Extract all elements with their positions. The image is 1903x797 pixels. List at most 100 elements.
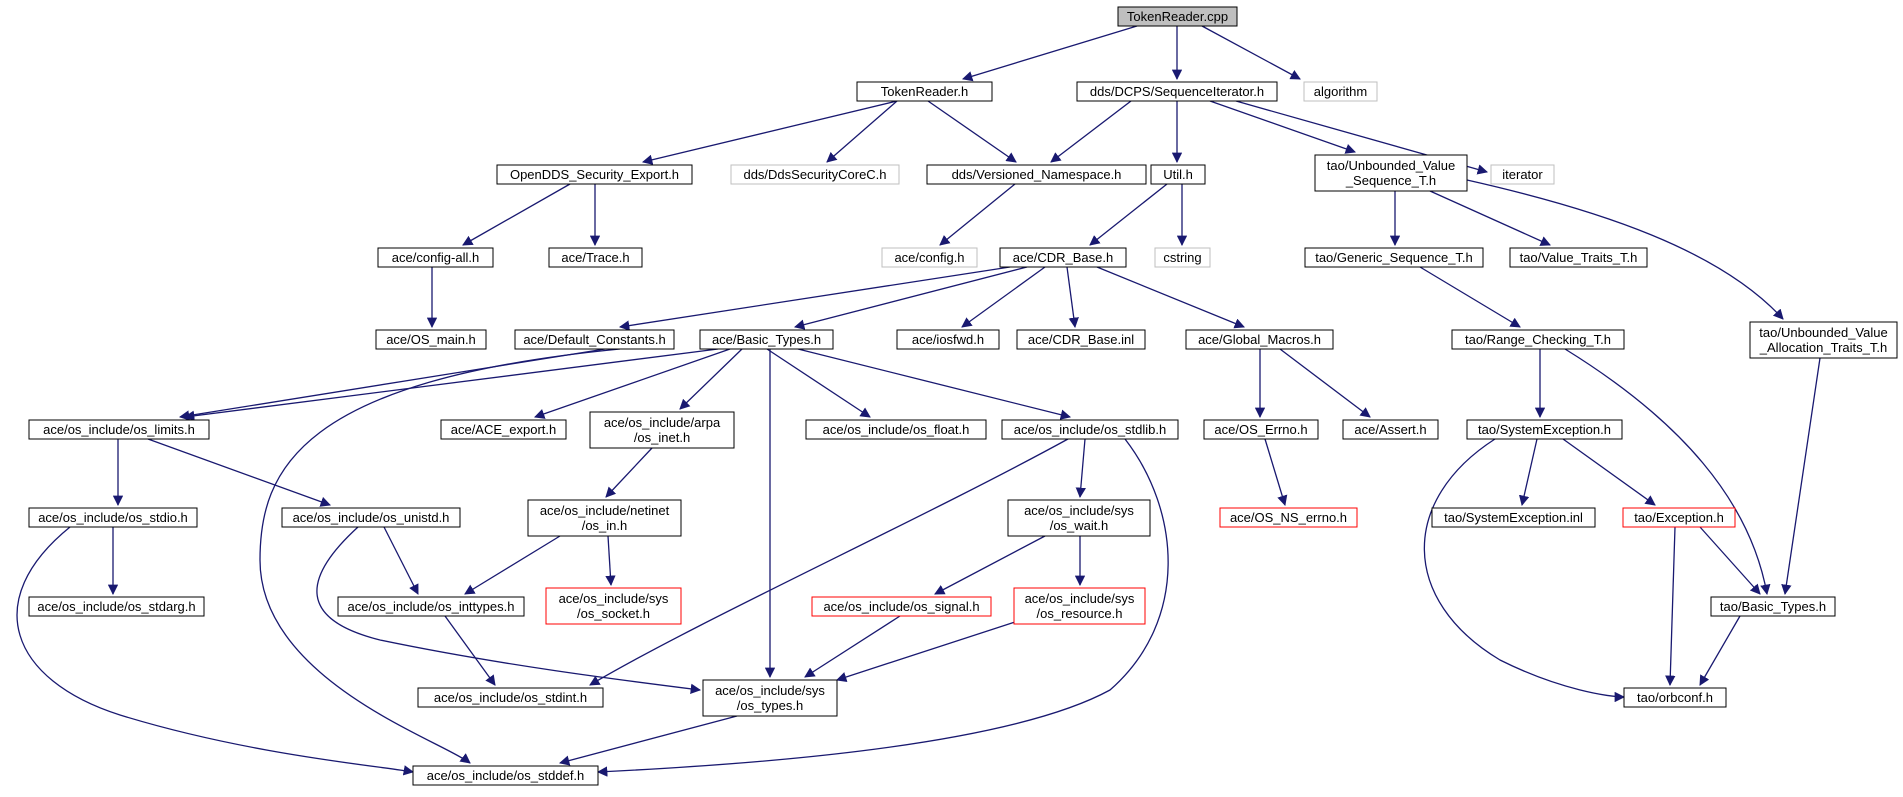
node-n34[interactable]: ace/os_include/os_unistd.h — [281, 507, 461, 528]
edge-n13-n20 — [793, 266, 1028, 330]
node-label-line: ace/OS_main.h — [386, 332, 476, 347]
node-n13[interactable]: ace/CDR_Base.h — [999, 247, 1127, 268]
node-label-line: dds/DCPS/SequenceIterator.h — [1090, 84, 1264, 99]
node-box — [1150, 164, 1206, 185]
edge-n32-n48 — [1423, 438, 1626, 703]
node-n6[interactable]: dds/Versioned_Namespace.h — [926, 164, 1147, 185]
node-n44[interactable]: ace/os_include/sys/os_resource.h — [1013, 587, 1146, 625]
node-box — [1154, 247, 1211, 268]
node-box — [856, 81, 993, 102]
node-label-line: ace/config.h — [894, 250, 964, 265]
node-n16[interactable]: tao/Value_Traits_T.h — [1509, 247, 1648, 268]
node-label-line: tao/Range_Checking_T.h — [1465, 332, 1611, 347]
node-n29[interactable]: ace/os_include/os_stdlib.h — [1001, 419, 1179, 440]
node-n14[interactable]: cstring — [1154, 247, 1211, 268]
node-label-line: ace/Trace.h — [561, 250, 629, 265]
node-box — [281, 507, 461, 528]
node-n11[interactable]: ace/Trace.h — [548, 247, 643, 268]
node-n5[interactable]: dds/DdsSecurityCoreC.h — [730, 164, 900, 185]
node-n19[interactable]: ace/Default_Constants.h — [514, 329, 675, 350]
node-n33[interactable]: ace/os_include/os_stdio.h — [28, 507, 198, 528]
node-n9[interactable]: iterator — [1490, 164, 1555, 185]
node-n20[interactable]: ace/Basic_Types.h — [699, 329, 834, 350]
node-n38[interactable]: tao/SystemException.inl — [1431, 507, 1596, 528]
node-n32[interactable]: tao/SystemException.h — [1466, 419, 1623, 440]
node-n47[interactable]: ace/os_include/sys/os_types.h — [702, 679, 838, 717]
node-box — [1016, 329, 1146, 350]
node-label-line: Util.h — [1163, 167, 1193, 182]
node-n8[interactable]: tao/Unbounded_Value_Sequence_T.h — [1314, 154, 1468, 192]
node-n10[interactable]: ace/config-all.h — [377, 247, 494, 268]
node-n1[interactable]: TokenReader.h — [856, 81, 993, 102]
node-n27[interactable]: ace/os_include/arpa/os_inet.h — [589, 411, 735, 449]
node-n36[interactable]: ace/os_include/sys/os_wait.h — [1007, 499, 1151, 537]
node-label-line: ace/iosfwd.h — [912, 332, 984, 347]
edge-n29-n49 — [596, 438, 1169, 777]
node-label-line: ace/os_include/sys — [1024, 503, 1134, 518]
node-label-line: ace/os_include/os_signal.h — [823, 599, 979, 614]
edge-n20-n29 — [797, 348, 1072, 420]
node-n43[interactable]: ace/os_include/os_signal.h — [811, 596, 992, 617]
node-label-line: ace/os_include/os_limits.h — [43, 422, 195, 437]
node-n3[interactable]: algorithm — [1303, 81, 1378, 102]
node-n17[interactable]: tao/Unbounded_Value_Allocation_Traits_T.… — [1749, 321, 1898, 359]
node-n4[interactable]: OpenDDS_Security_Export.h — [496, 164, 693, 185]
node-n28[interactable]: ace/os_include/os_float.h — [805, 419, 987, 440]
edge-n47-n49 — [558, 715, 738, 766]
node-n42[interactable]: ace/os_include/sys/os_socket.h — [545, 587, 682, 625]
edge-n20-n28 — [766, 348, 871, 418]
node-n45[interactable]: tao/Basic_Types.h — [1710, 596, 1836, 617]
node-label-line: algorithm — [1314, 84, 1367, 99]
node-n15[interactable]: tao/Generic_Sequence_T.h — [1304, 247, 1484, 268]
node-n35[interactable]: ace/os_include/netinet/os_in.h — [527, 499, 682, 537]
node-n30[interactable]: ace/OS_Errno.h — [1203, 419, 1319, 440]
node-label-line: tao/orbconf.h — [1637, 690, 1713, 705]
edge-n34-n41 — [383, 526, 419, 595]
node-label-line: tao/Basic_Types.h — [1720, 599, 1826, 614]
node-n25[interactable]: ace/os_include/os_limits.h — [28, 419, 210, 440]
node-n22[interactable]: ace/CDR_Base.inl — [1016, 329, 1146, 350]
node-n18[interactable]: ace/OS_main.h — [375, 329, 487, 350]
node-n2[interactable]: dds/DCPS/SequenceIterator.h — [1076, 81, 1278, 102]
node-n40[interactable]: ace/os_include/os_stdarg.h — [28, 596, 205, 617]
node-box — [1219, 507, 1358, 528]
node-label-line: dds/Versioned_Namespace.h — [952, 167, 1122, 182]
node-box — [1303, 81, 1378, 102]
node-n39[interactable]: tao/Exception.h — [1622, 507, 1736, 528]
node-box — [548, 247, 643, 268]
node-box — [1749, 321, 1898, 359]
node-box — [589, 411, 735, 449]
node-n24[interactable]: tao/Range_Checking_T.h — [1451, 329, 1625, 350]
node-box — [811, 596, 992, 617]
node-n46[interactable]: ace/os_include/os_stdint.h — [417, 687, 604, 708]
node-n12[interactable]: ace/config.h — [881, 247, 978, 268]
node-n31[interactable]: ace/Assert.h — [1342, 419, 1439, 440]
node-n7[interactable]: Util.h — [1150, 164, 1206, 185]
node-label-line: ace/os_include/sys — [715, 683, 825, 698]
edge-n44-n47 — [836, 621, 1016, 683]
node-n48[interactable]: tao/orbconf.h — [1623, 687, 1727, 708]
node-n41[interactable]: ace/os_include/os_inttypes.h — [337, 596, 525, 617]
node-box — [527, 499, 682, 537]
node-n0[interactable]: TokenReader.cpp — [1117, 6, 1238, 27]
edge-n45-n48 — [1699, 615, 1741, 686]
node-label-line: tao/Generic_Sequence_T.h — [1315, 250, 1473, 265]
edge-n39-n48 — [1665, 526, 1676, 687]
node-label-line: ace/os_include/os_unistd.h — [293, 510, 450, 525]
node-label-line: tao/SystemException.inl — [1444, 510, 1583, 525]
node-label-line: ace/Assert.h — [1354, 422, 1426, 437]
node-label-line: ace/CDR_Base.inl — [1028, 332, 1134, 347]
node-n21[interactable]: ace/iosfwd.h — [896, 329, 1000, 350]
node-n37[interactable]: ace/OS_NS_errno.h — [1219, 507, 1358, 528]
node-n49[interactable]: ace/os_include/os_stddef.h — [412, 765, 599, 786]
node-box — [1451, 329, 1625, 350]
node-label-line: TokenReader.h — [881, 84, 968, 99]
node-box — [896, 329, 1000, 350]
edge-n19-n49 — [259, 348, 621, 764]
node-n23[interactable]: ace/Global_Macros.h — [1185, 329, 1334, 350]
edge-n2-n6 — [1050, 100, 1132, 163]
node-box — [28, 596, 205, 617]
node-n26[interactable]: ace/ACE_export.h — [440, 419, 567, 440]
edge-n8-n16 — [1429, 190, 1551, 246]
